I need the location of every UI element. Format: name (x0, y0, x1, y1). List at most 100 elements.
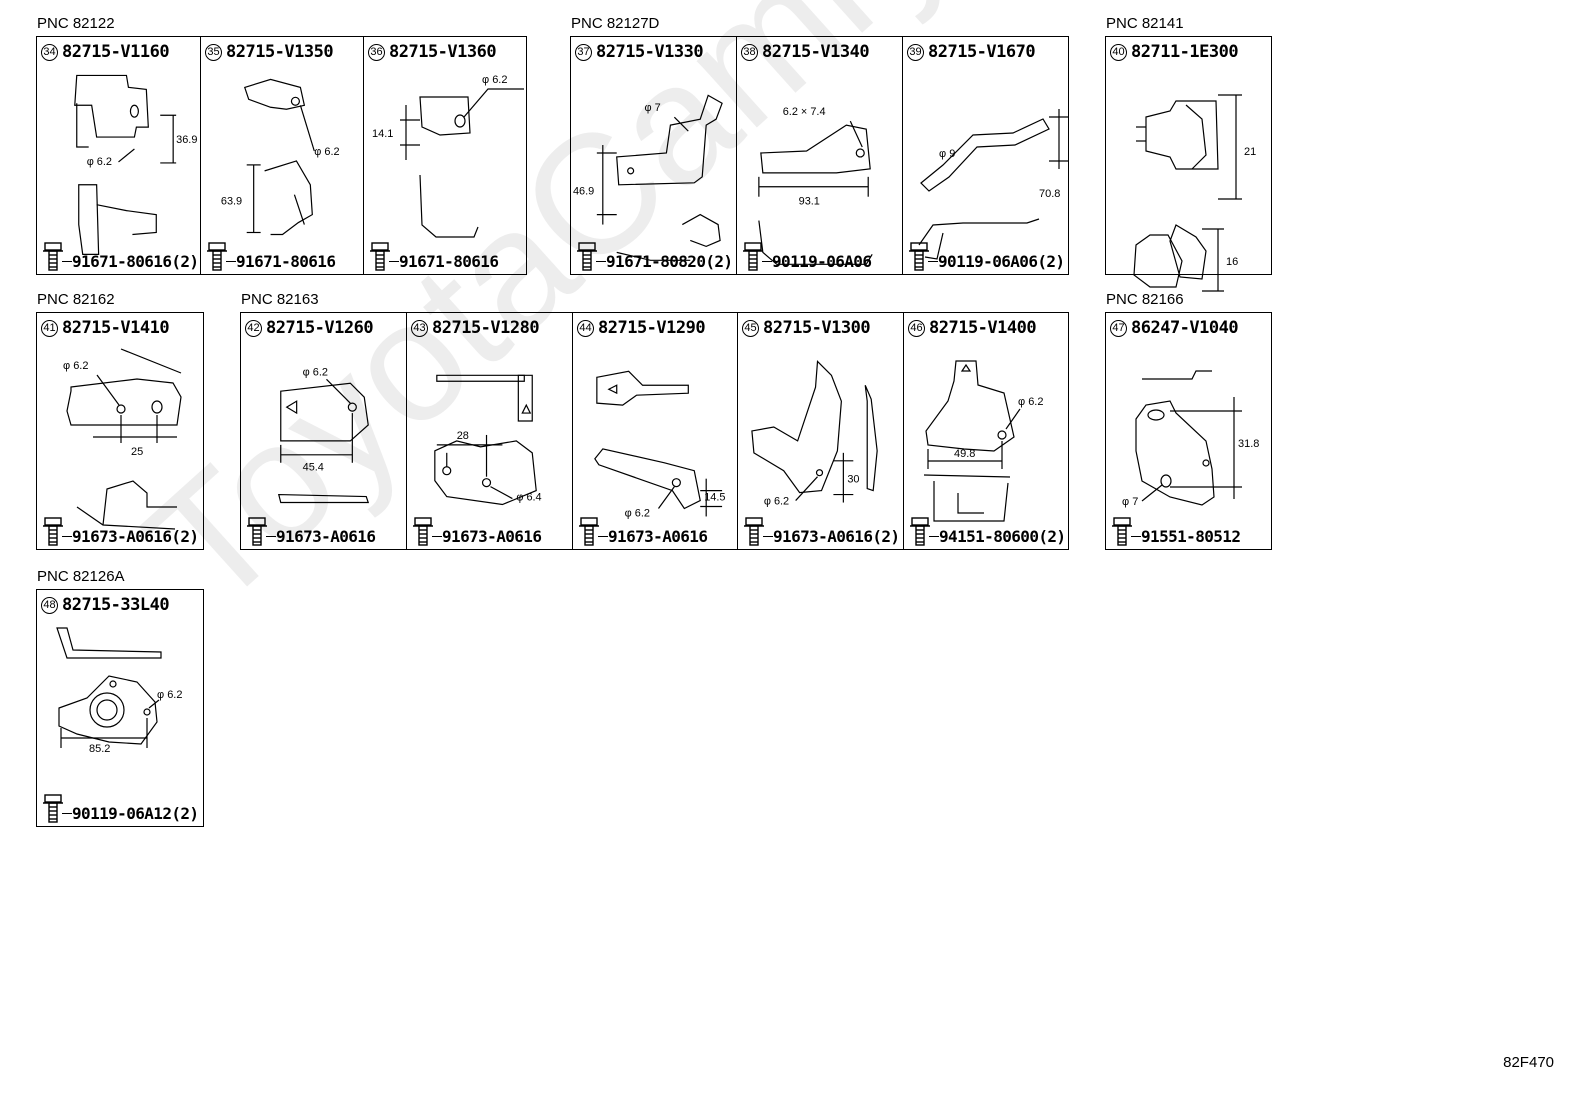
part-number: 82715-V1300 (763, 318, 871, 338)
part-number: 82715-V1670 (928, 42, 1036, 62)
dimension-label: 31.8 (1238, 438, 1259, 450)
hole-diameter-label: φ 6.2 (482, 74, 507, 86)
dimension-label: 63.9 (221, 196, 242, 208)
pnc-label-82141: PNC 82141 (1106, 15, 1184, 32)
dimension-label: 16 (1226, 256, 1238, 268)
item-number-badge: 47 (1110, 319, 1127, 337)
hole-diameter-label: φ 9 (939, 148, 955, 160)
hole-diameter-label: φ 6.2 (1018, 396, 1043, 408)
part-number: 82715-V1330 (596, 42, 704, 62)
pnc-label-82166: PNC 82166 (1106, 291, 1184, 308)
bracket-drawing: 63.9 φ 6.2 (221, 65, 340, 235)
item-number-badge: 40 (1110, 43, 1127, 61)
bracket-drawing: 93.1 6.2 × 7.4 (737, 106, 902, 235)
bolt-part-number: 90119-06A06(2) (938, 252, 1065, 271)
bolt-part-number: 91671-80616(2) (72, 252, 199, 271)
bracket-drawing: 45.4 φ 6.2 (241, 366, 406, 511)
bolt-part-number: 91673-A0616(2) (773, 527, 900, 546)
bracket-drawing: 46.9 φ 7 (573, 65, 736, 235)
hole-diameter-label: φ 6.2 (764, 496, 789, 508)
dimension-label: 30 (847, 474, 859, 486)
diagram-code: 82F470 (1503, 1054, 1554, 1071)
bolt-part-number: 91551-80512 (1141, 527, 1241, 546)
bolt-icon (370, 242, 390, 271)
hole-diameter-label: φ 6.2 (87, 156, 112, 168)
bolt-icon (43, 242, 63, 271)
bracket-drawing: 30 φ 6.2 (738, 341, 903, 508)
hole-diameter-label: φ 6.2 (63, 360, 88, 372)
bracket-drawing: 70.8 φ 9 (903, 65, 1070, 235)
bolt-icon (43, 517, 63, 546)
part-number: 82711-1E300 (1131, 42, 1239, 62)
dimension-label: 45.4 (303, 462, 324, 474)
bracket-drawing: 28 φ 6.4 (407, 341, 542, 511)
dimension-label: 93.1 (799, 196, 820, 208)
item-number-badge: 35 (205, 43, 222, 61)
part-number: 82715-V1260 (266, 318, 374, 338)
bolt-icon (43, 794, 63, 823)
pnc-label-82126a: PNC 82126A (37, 568, 125, 585)
dimension-label: 14.5 (704, 492, 725, 504)
item-number-badge: 34 (41, 43, 58, 61)
item-number-badge: 36 (368, 43, 385, 61)
bolt-part-number: 91673-A0616 (442, 527, 542, 546)
hole-diameter-label: φ 6.2 (625, 507, 650, 519)
bolt-part-number: 91673-A0616 (608, 527, 708, 546)
dimension-label: 14.1 (372, 128, 393, 140)
dimension-label: 85.2 (89, 743, 110, 755)
bolt-icon (910, 517, 930, 546)
hole-diameter-label: φ 7 (645, 102, 661, 114)
dimension-label: 49.8 (954, 448, 975, 460)
bracket-drawing: 85.2 φ 6.2 (37, 618, 182, 755)
part-number: 86247-V1040 (1131, 318, 1239, 338)
dimension-label: 36.9 (176, 134, 197, 146)
part-number: 82715-V1350 (226, 42, 334, 62)
bolt-icon (744, 517, 764, 546)
item-number-badge: 46 (908, 319, 925, 337)
bolt-icon (1112, 517, 1132, 546)
dimension-label: 46.9 (573, 186, 594, 198)
bracket-drawing: 14.5 φ 6.2 (573, 341, 725, 519)
item-number-badge: 45 (742, 319, 759, 337)
pnc-label-82122: PNC 82122 (37, 15, 115, 32)
bracket-drawing: 36.9 φ 6.2 (37, 65, 197, 235)
part-number: 82715-V1400 (929, 318, 1037, 338)
item-number-badge: 37 (575, 43, 592, 61)
item-number-badge: 38 (741, 43, 758, 61)
hole-diameter-label: φ 7 (1122, 496, 1138, 508)
item-number-badge: 42 (245, 319, 262, 337)
item-number-badge: 43 (411, 319, 428, 337)
item-number-badge: 39 (907, 43, 924, 61)
clip-drawing: 21 16 (1106, 65, 1256, 235)
bolt-icon (579, 517, 599, 546)
pnc-label-82163: PNC 82163 (241, 291, 319, 308)
bolt-icon (207, 242, 227, 271)
pnc-label-82162: PNC 82162 (37, 291, 115, 308)
part-number: 82715-V1410 (62, 318, 170, 338)
item-number-badge: 48 (41, 596, 58, 614)
bracket-drawing: 49.8 φ 6.2 (904, 341, 1043, 511)
bracket-drawing: 31.8 φ 7 (1122, 341, 1259, 508)
item-number-badge: 44 (577, 319, 594, 337)
bolt-part-number: 91673-A0616 (276, 527, 376, 546)
